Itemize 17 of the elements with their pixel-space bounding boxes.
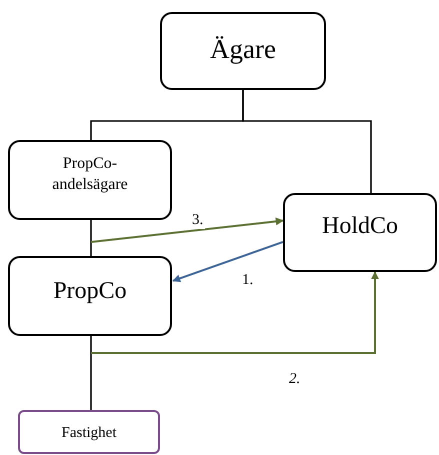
owner-box	[160, 12, 326, 90]
holding-company-box	[283, 193, 437, 272]
arrow	[90, 217, 284, 243]
connector-line	[90, 336, 92, 410]
connector-line	[242, 90, 372, 193]
node-label: HoldCo	[322, 212, 398, 241]
connector-line	[90, 220, 92, 256]
property-company-box	[8, 256, 172, 336]
arrow	[172, 241, 284, 282]
node-label: PropCo- andelsägare	[51, 154, 129, 195]
property-box	[18, 410, 160, 454]
edge-label: 3.	[190, 212, 206, 228]
shareholder-box	[8, 140, 172, 220]
node-label: Fastighet	[62, 424, 116, 443]
arrow	[91, 271, 379, 354]
node-label: PropCo	[53, 277, 127, 306]
node-label: Ägare	[210, 33, 276, 66]
